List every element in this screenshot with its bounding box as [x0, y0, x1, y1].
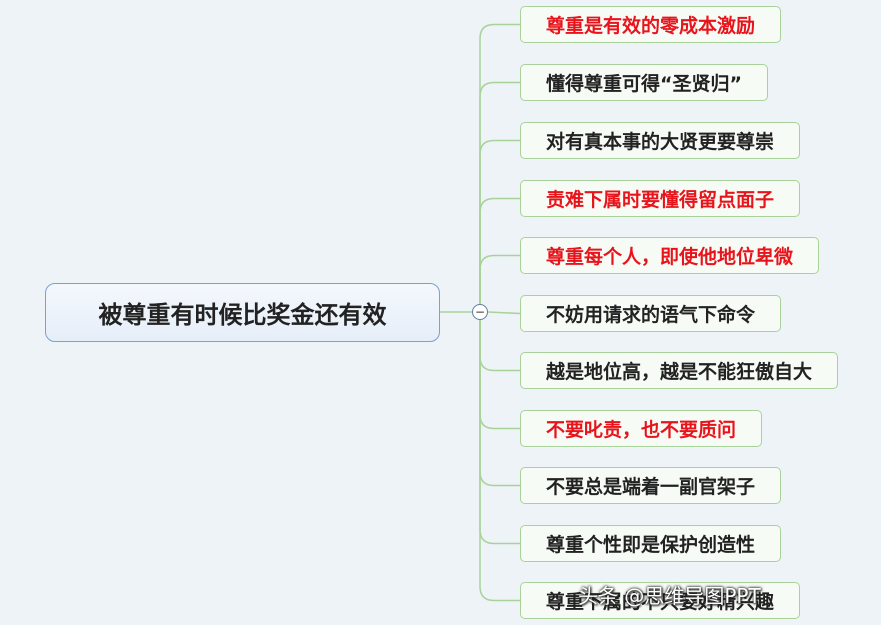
- subtopic-label: 对有真本事的大贤更要尊崇: [546, 131, 775, 153]
- subtopic-6[interactable]: 不妨用请求的语气下命令: [520, 295, 782, 332]
- subtopic-label: 不妨用请求的语气下命令: [546, 304, 756, 326]
- branch-line-1: [479, 23, 520, 304]
- subtopic-label: 越是地位高，越是不能狂傲自大: [546, 361, 813, 383]
- subtopic-label: 尊重每个人，即使他地位卑微: [546, 246, 794, 268]
- subtopic-1[interactable]: 尊重是有效的零成本激励: [520, 6, 782, 43]
- branch-line-4: [479, 197, 520, 304]
- subtopic-5[interactable]: 尊重每个人，即使他地位卑微: [520, 237, 820, 274]
- subtopic-label: 尊重是有效的零成本激励: [546, 15, 756, 37]
- subtopic-11[interactable]: 尊重下属的不只要好精兴趣: [520, 582, 801, 619]
- subtopic-3[interactable]: 对有真本事的大贤更要尊崇: [520, 122, 801, 159]
- branch-line-9: [479, 320, 520, 487]
- branch-line-8: [479, 320, 520, 430]
- watermark: 头条 @思维导图PPT: [578, 580, 761, 609]
- subtopic-label: 尊重下属的不只要好精兴趣: [546, 591, 775, 613]
- collapse-toggle-icon[interactable]: −: [472, 304, 488, 320]
- root-topic-label: 被尊重有时候比奖金还有效: [98, 301, 387, 329]
- subtopic-10[interactable]: 尊重个性即是保护创造性: [520, 525, 782, 562]
- subtopic-label: 懂得尊重可得“圣贤归”: [546, 73, 742, 95]
- branch-line-2: [479, 81, 520, 304]
- branch-line-6: [487, 311, 521, 315]
- subtopic-label: 责难下属时要懂得留点面子: [546, 189, 775, 211]
- watermark-text: 头条 @思维导图PPT: [578, 584, 761, 608]
- subtopic-label: 尊重个性即是保护创造性: [546, 534, 756, 556]
- subtopic-4[interactable]: 责难下属时要懂得留点面子: [520, 180, 801, 217]
- collapse-symbol: −: [474, 305, 486, 319]
- subtopic-8[interactable]: 不要叱责，也不要质问: [520, 410, 763, 447]
- branch-line-5: [479, 254, 520, 304]
- branch-line-10: [479, 320, 520, 545]
- branch-line-7: [479, 320, 520, 372]
- subtopic-label: 不要叱责，也不要质问: [546, 419, 737, 441]
- root-topic[interactable]: 被尊重有时候比奖金还有效: [45, 283, 440, 342]
- subtopic-9[interactable]: 不要总是端着一副官架子: [520, 467, 782, 504]
- subtopic-7[interactable]: 越是地位高，越是不能狂傲自大: [520, 352, 839, 389]
- branch-line-11: [479, 320, 520, 602]
- subtopic-label: 不要总是端着一副官架子: [546, 476, 756, 498]
- subtopic-2[interactable]: 懂得尊重可得“圣贤归”: [520, 64, 768, 101]
- branch-line-3: [479, 139, 520, 304]
